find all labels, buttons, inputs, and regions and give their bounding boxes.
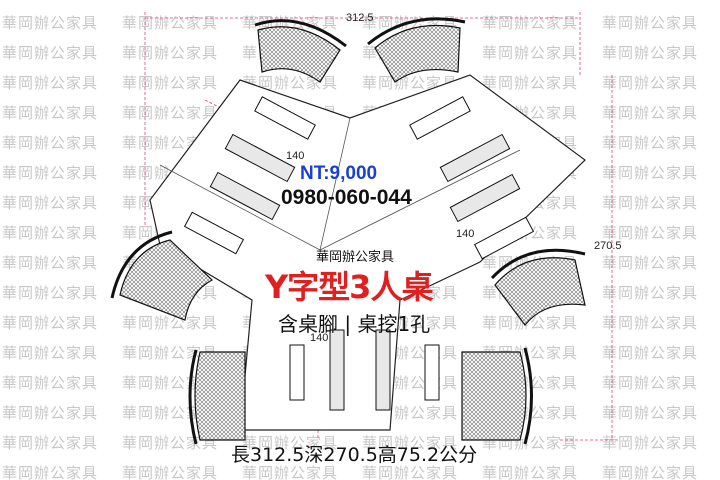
dim-top-width: 312.5 [346, 12, 374, 24]
dim-right-depth: 270.5 [594, 240, 622, 252]
price-label: NT:9,000 [300, 163, 378, 184]
chairs [110, 17, 586, 445]
dim-edge-upper-left: 140 [286, 150, 305, 162]
product-features: 含桌腳 | 桌挖1孔 [278, 312, 431, 336]
dim-edge-right: 140 [456, 228, 475, 240]
brand-label: 華岡辦公家具 [316, 250, 395, 265]
chair-top-right [367, 17, 466, 83]
chair-bottom-left [188, 349, 246, 445]
chair-left [110, 230, 214, 321]
keyboards [183, 96, 535, 401]
chair-right [490, 248, 586, 326]
product-dimensions: 長312.5深270.5高75.2公分 [231, 444, 478, 466]
chair-top-left [254, 19, 347, 83]
chair-bottom-right [461, 347, 533, 445]
phone-number: 0980-060-044 [281, 186, 412, 209]
product-title: Y字型3人桌 [265, 268, 433, 306]
dim-edge-bottom: 140 [310, 332, 329, 344]
monitors [209, 133, 521, 411]
